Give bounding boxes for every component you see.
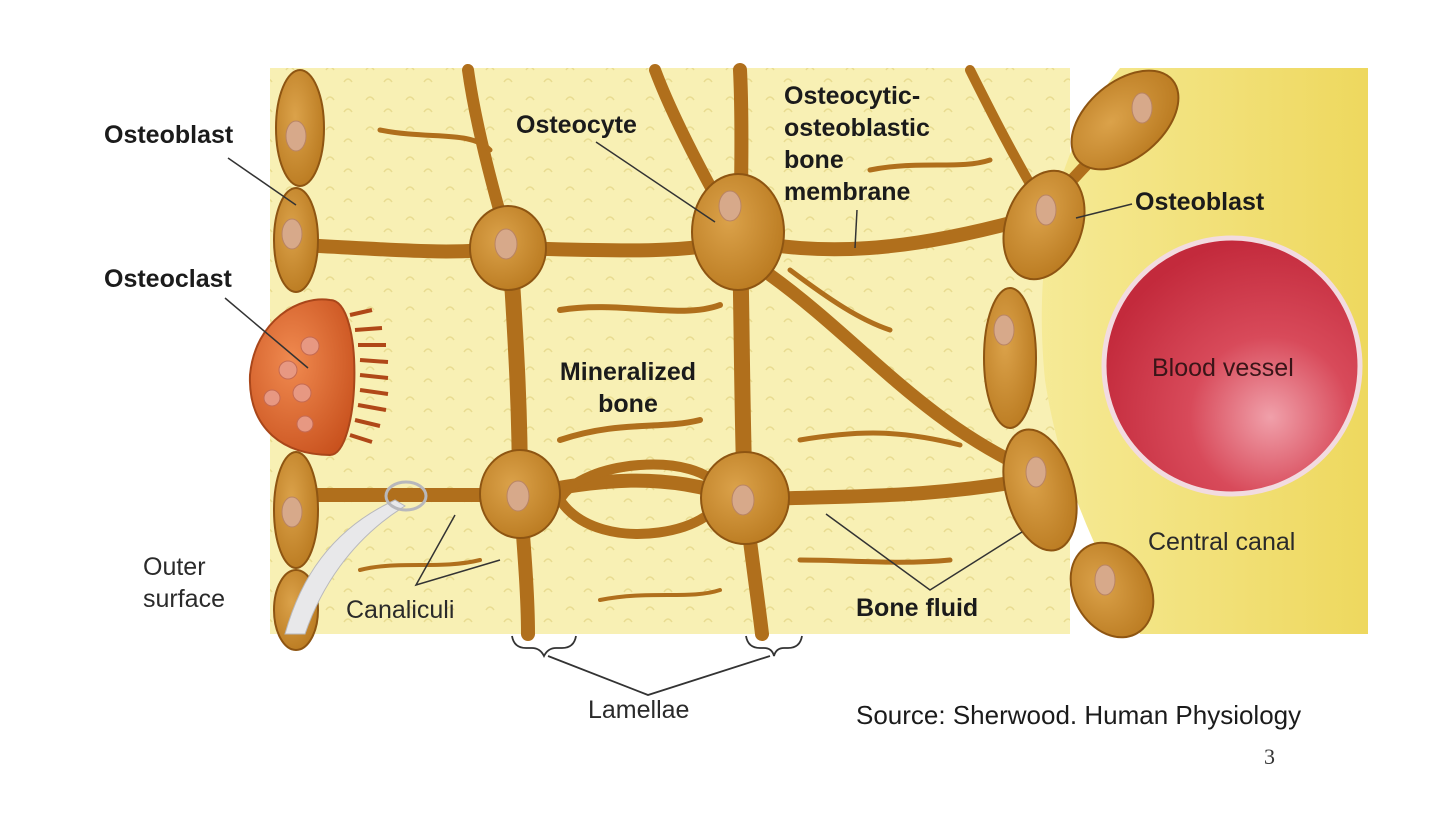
- canal-osteoblasts: [983, 69, 1180, 639]
- osteoclast-label: Osteoclast: [104, 265, 232, 293]
- mineralized-line2: bone: [598, 390, 658, 418]
- lamellae-braces: [511, 635, 803, 696]
- membrane-label: Osteocytic- osteoblastic bone membrane: [784, 80, 930, 208]
- outer-line1: Outer: [143, 553, 206, 581]
- membrane-label-line4: membrane: [784, 178, 911, 206]
- osteoblast-nuclei-left: [281, 120, 307, 528]
- canal-osteoblast-nuclei: [993, 92, 1153, 596]
- central-canal-label: Central canal: [1148, 528, 1296, 556]
- osteoblast-left-label: Osteoblast: [104, 121, 234, 149]
- leader-lines: [224, 141, 1133, 591]
- source-citation: Source: Sherwood. Human Physiology: [856, 700, 1302, 730]
- membrane-label-line1: Osteocytic-: [784, 82, 921, 110]
- osteoclast-cell: [248, 298, 389, 457]
- membrane-label-line3: bone: [784, 146, 844, 174]
- mineralized-bone-label: Mineralized bone: [548, 356, 708, 420]
- mineralized-bone-matrix: [270, 68, 1070, 634]
- blood-vessel-label: Blood vessel: [1152, 354, 1294, 382]
- canaliculi-label: Canaliculi: [346, 596, 455, 624]
- canaliculus-ring: [384, 480, 428, 512]
- outer-line2: surface: [143, 585, 225, 613]
- lamellae-label: Lamellae: [588, 696, 690, 724]
- mineralized-line1: Mineralized: [559, 358, 697, 386]
- outer-surface-pointer: [284, 499, 406, 635]
- osteocyte-nuclei: [494, 190, 755, 516]
- blood-vessel-shape: [1101, 235, 1363, 497]
- outer-surface-label: Outer surface: [143, 551, 225, 615]
- osteoblast-right-label: Osteoblast: [1135, 188, 1265, 216]
- page-number: 3: [1264, 744, 1275, 769]
- membrane-label-line2: osteoblastic: [784, 114, 930, 142]
- osteocyte-label: Osteocyte: [516, 111, 637, 139]
- bone-fluid-label: Bone fluid: [856, 594, 979, 622]
